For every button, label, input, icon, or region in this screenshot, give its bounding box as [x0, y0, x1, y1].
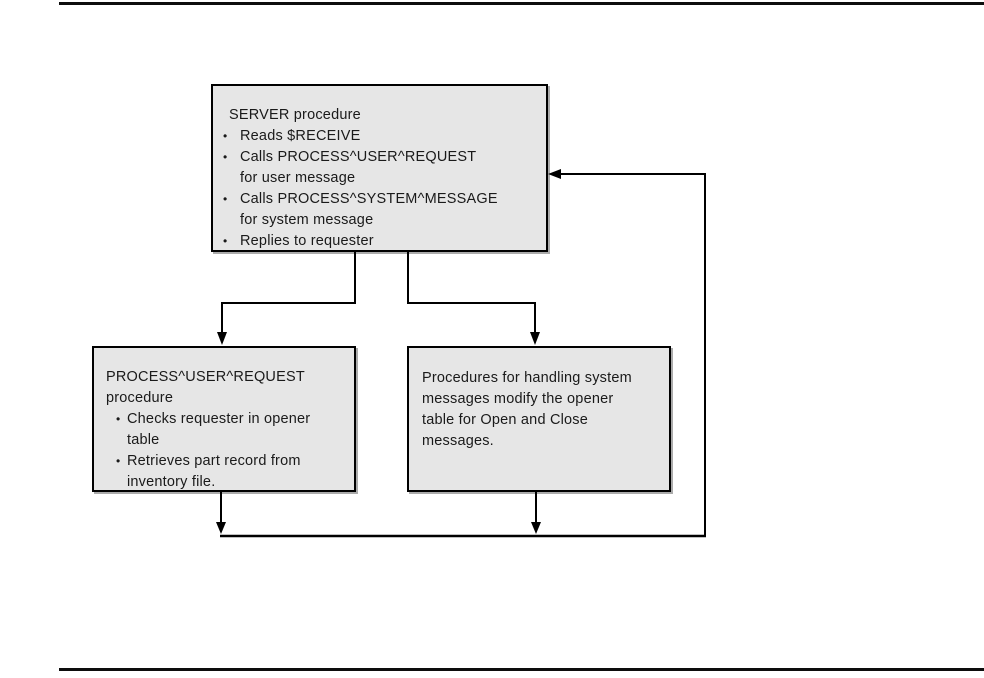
server-box-item-text: Reads $RECEIVE [240, 128, 361, 144]
server-box-item: • Replies to requester [223, 231, 538, 252]
arrowhead-down-into-system-message-icon [530, 332, 540, 345]
user-request-box-title: procedure [106, 390, 174, 406]
process-user-request-box: PROCESS^USER^REQUEST procedure • Checks … [92, 346, 356, 492]
user-request-box-item: • Retrieves part record from [116, 451, 346, 472]
server-box-item-text: Replies to requester [240, 233, 374, 249]
server-procedure-box: SERVER procedure • Reads $RECEIVE • Call… [211, 84, 548, 252]
system-message-procedures-box: Procedures for handling system messages … [407, 346, 671, 492]
bullet-icon: • [223, 234, 228, 248]
bullet-icon: • [223, 192, 228, 206]
bullet-icon: • [116, 454, 121, 468]
user-request-box-item-continuation: inventory file. [127, 474, 216, 490]
arrowhead-left-into-server-icon [548, 169, 561, 179]
system-box-text: messages. [422, 433, 494, 449]
user-request-box-item-text: Retrieves part record from [127, 453, 301, 469]
system-box-text: table for Open and Close [422, 412, 589, 428]
server-box-item-text: Calls PROCESS^USER^REQUEST [240, 149, 477, 165]
arrowhead-down-onto-return-line-right-icon [531, 522, 541, 534]
arrowhead-down-into-user-request-icon [217, 332, 227, 345]
user-request-box-item-continuation: table [127, 432, 160, 448]
user-request-box-item: • Checks requester in opener [116, 409, 346, 430]
server-box-item-text: Calls PROCESS^SYSTEM^MESSAGE [240, 191, 498, 207]
top-rule [59, 2, 984, 5]
bullet-icon: • [223, 129, 228, 143]
user-request-box-item-text: Checks requester in opener [127, 411, 311, 427]
server-box-title: SERVER procedure [229, 107, 361, 123]
wire-server-to-system-message [407, 252, 536, 333]
user-request-box-title: PROCESS^USER^REQUEST [106, 369, 305, 385]
bullet-icon: • [223, 150, 228, 164]
system-box-text: Procedures for handling system [422, 370, 632, 386]
server-box-item: • Calls PROCESS^USER^REQUEST [223, 147, 538, 168]
server-box-item-continuation: for user message [240, 170, 356, 186]
bullet-icon: • [116, 412, 121, 426]
bottom-rule [59, 668, 984, 671]
system-box-text: messages modify the opener [422, 391, 614, 407]
server-box-item-continuation: for system message [240, 212, 374, 228]
server-box-item: • Calls PROCESS^SYSTEM^MESSAGE [223, 189, 538, 210]
arrowhead-down-onto-return-line-left-icon [216, 522, 226, 534]
server-box-item: • Reads $RECEIVE [223, 126, 538, 147]
wire-server-to-user-request [221, 252, 356, 333]
